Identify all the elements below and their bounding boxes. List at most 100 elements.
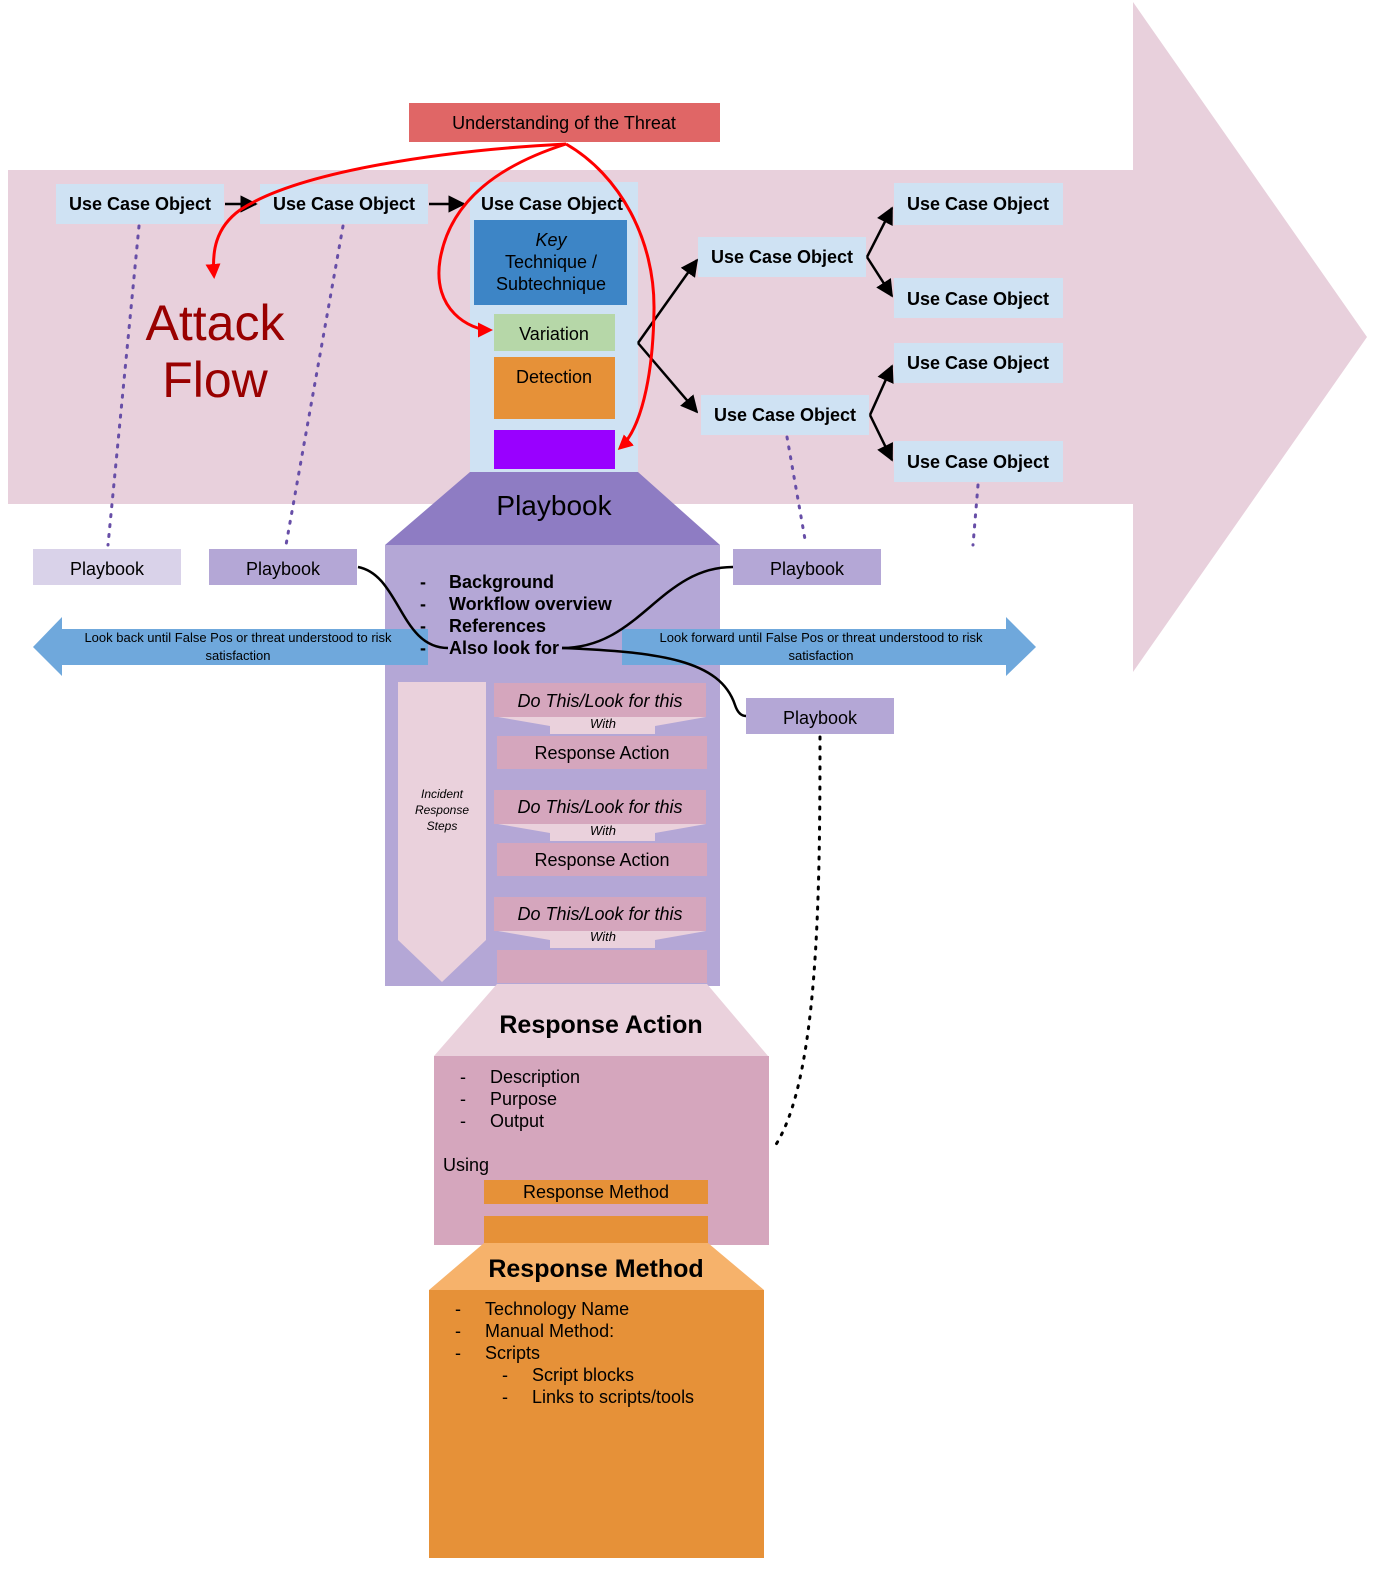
- arrow-branch-down: [637, 342, 699, 414]
- response-action-2-label: Response Action: [534, 850, 669, 870]
- rm-item-scripts: Scripts: [485, 1343, 540, 1363]
- use-case-object-9-label: Use Case Object: [907, 452, 1049, 472]
- arrow-uc4-uc7: [865, 256, 894, 298]
- response-action-1[interactable]: [497, 736, 707, 769]
- use-case-object-9[interactable]: Use Case Object: [894, 441, 1063, 482]
- ra-using: Using: [443, 1155, 489, 1175]
- step-3: Do This/Look for this With: [494, 897, 707, 983]
- ra-bullet: -: [460, 1089, 466, 1109]
- playbook-box-2[interactable]: Playbook: [209, 549, 357, 585]
- response-action-header-shape: [434, 984, 768, 1056]
- do-this-3[interactable]: [494, 897, 706, 931]
- playbook-box-4-label: Playbook: [783, 708, 858, 728]
- use-case-object-6[interactable]: Use Case Object: [894, 183, 1063, 225]
- playbook-box-2-label: Playbook: [246, 559, 321, 579]
- do-this-1[interactable]: [494, 683, 706, 717]
- use-case-object-7-label: Use Case Object: [907, 289, 1049, 309]
- response-method-items: - Technology Name - Manual Method: - Scr…: [455, 1299, 694, 1407]
- with-2-label: With: [590, 823, 616, 838]
- response-method-link[interactable]: [484, 1180, 708, 1204]
- arrow-uc4-uc6: [865, 206, 894, 258]
- playbook-box-1[interactable]: Playbook: [33, 549, 181, 585]
- playbook-box-4[interactable]: Playbook: [746, 698, 894, 734]
- response-action-1-label: Response Action: [534, 743, 669, 763]
- attack-flow-title-line2: Flow: [162, 352, 268, 408]
- rm-sub-item-links: Links to scripts/tools: [532, 1387, 694, 1407]
- curve-also-look-for-pb3: [561, 565, 734, 650]
- use-case-object-7[interactable]: Use Case Object: [894, 278, 1063, 318]
- arrow-uc5-uc9: [868, 414, 894, 462]
- variation-box[interactable]: Variation: [494, 314, 615, 351]
- use-case-object-4[interactable]: Use Case Object: [698, 237, 866, 277]
- use-case-object-3-label: Use Case Object: [481, 194, 623, 214]
- key-technique-line2: Technique /: [505, 252, 597, 272]
- rm-bullet: -: [455, 1321, 461, 1341]
- response-method-link-2[interactable]: [484, 1216, 708, 1243]
- step-2: Do This/Look for this With Response Acti…: [494, 790, 707, 876]
- attack-flow-big-arrow: [8, 2, 1367, 672]
- curve-pb2-also-look-for: [357, 565, 449, 650]
- playbook-item-2: Workflow overview: [449, 594, 613, 614]
- look-forward-arrow: Look forward until False Pos or threat u…: [622, 617, 1036, 676]
- playbook-item-bullet: -: [420, 638, 426, 658]
- red-arrow-to-attack-flow: [205, 142, 567, 279]
- rm-item-manual: Manual Method:: [485, 1321, 614, 1341]
- look-forward-line2: satisfaction: [788, 648, 853, 663]
- use-case-object-5[interactable]: Use Case Object: [701, 395, 869, 435]
- playbook-item-3: References: [449, 616, 546, 636]
- rm-sub-bullet: -: [502, 1365, 508, 1385]
- arrow-branch-up: [636, 258, 699, 344]
- playbook-link-block[interactable]: [494, 430, 615, 469]
- playbook-title: Playbook: [496, 490, 612, 521]
- use-case-object-1[interactable]: Use Case Object: [56, 184, 224, 224]
- ra-item-output: Output: [490, 1111, 544, 1131]
- playbook-items: - Background - Workflow overview - Refer…: [420, 572, 613, 658]
- incident-steps-line2: Response: [415, 803, 469, 817]
- use-case-object-8[interactable]: Use Case Object: [894, 343, 1063, 383]
- key-technique-line3: Subtechnique: [496, 274, 606, 294]
- response-method-body: [429, 1290, 764, 1558]
- do-this-3-label: Do This/Look for this: [517, 904, 682, 924]
- response-action-title: Response Action: [499, 1011, 702, 1039]
- response-action-2[interactable]: [497, 843, 707, 876]
- response-method-link-label: Response Method: [523, 1182, 669, 1202]
- look-back-arrow: Look back until False Pos or threat unde…: [33, 617, 428, 676]
- key-technique-box[interactable]: Key Technique / Subtechnique: [474, 220, 627, 305]
- playbook-header-shape: [385, 472, 720, 545]
- response-method-title: Response Method: [488, 1255, 703, 1283]
- playbook-item-4: Also look for: [449, 638, 559, 658]
- use-case-object-3[interactable]: Use Case Object: [481, 194, 623, 214]
- dotted-uc1-pb1: [106, 224, 141, 547]
- curve-also-look-for-pb4: [561, 646, 747, 718]
- understanding-threat-box[interactable]: Understanding of the Threat: [409, 103, 720, 142]
- playbook-box-3[interactable]: Playbook: [733, 549, 881, 585]
- dotted-pb4-response-action: [773, 735, 822, 1148]
- do-this-1-label: Do This/Look for this: [517, 691, 682, 711]
- response-action-3[interactable]: [497, 950, 707, 983]
- use-case-object-6-label: Use Case Object: [907, 194, 1049, 214]
- red-arrow-to-playbook-block: [565, 142, 656, 451]
- use-case-object-2-label: Use Case Object: [273, 194, 415, 214]
- with-3-label: With: [590, 929, 616, 944]
- with-arrow-1: [498, 717, 706, 734]
- rm-bullet: -: [455, 1299, 461, 1319]
- playbook-item-bullet: -: [420, 616, 426, 636]
- use-case-object-1-label: Use Case Object: [69, 194, 211, 214]
- arrow-uc5-uc8: [868, 364, 894, 416]
- do-this-2[interactable]: [494, 790, 706, 824]
- dotted-uc2-pb2: [284, 224, 345, 547]
- ra-bullet: -: [460, 1067, 466, 1087]
- dotted-uc5-pb3: [785, 435, 808, 547]
- playbook-box-3-label: Playbook: [770, 559, 845, 579]
- response-method-header-shape: [429, 1243, 764, 1290]
- response-action-body: [434, 1056, 769, 1245]
- use-case-object-2[interactable]: Use Case Object: [260, 184, 428, 224]
- rm-item-technology: Technology Name: [485, 1299, 629, 1319]
- step-1: Do This/Look for this With Response Acti…: [494, 683, 707, 769]
- attack-flow-title-line1: Attack: [146, 295, 286, 351]
- rm-sub-bullet: -: [502, 1387, 508, 1407]
- use-case-object-4-label: Use Case Object: [711, 247, 853, 267]
- use-case-object-8-label: Use Case Object: [907, 353, 1049, 373]
- detection-box[interactable]: Detection: [494, 357, 615, 419]
- playbook-item-1: Background: [449, 572, 554, 592]
